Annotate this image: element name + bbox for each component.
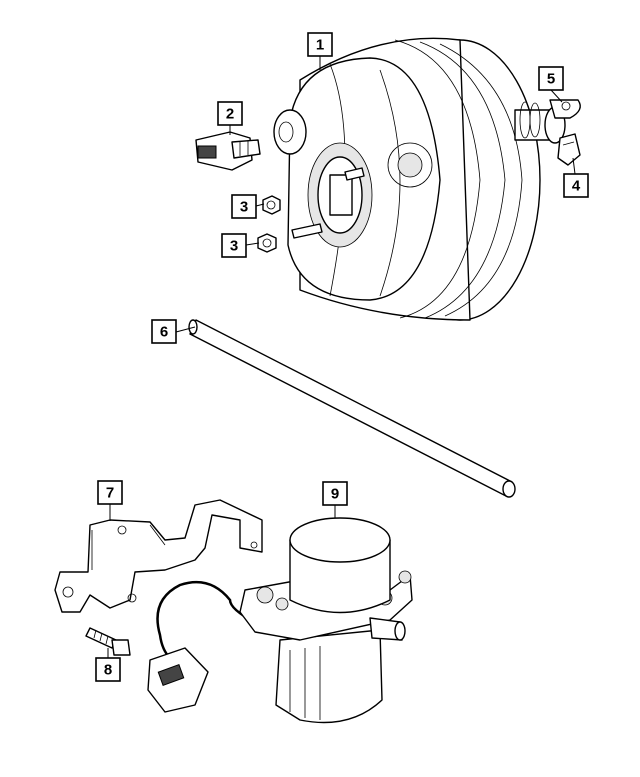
vacuum-hose bbox=[188, 319, 516, 498]
svg-text:3: 3 bbox=[230, 238, 238, 255]
leader-lines bbox=[107, 56, 576, 658]
callout-9: 9 bbox=[322, 481, 348, 506]
svg-text:1: 1 bbox=[316, 37, 324, 54]
retaining-clip bbox=[557, 133, 581, 166]
callout-8: 8 bbox=[95, 657, 121, 682]
nut-lower bbox=[257, 233, 277, 253]
nut-upper bbox=[262, 195, 281, 215]
callout-3-lower: 3 bbox=[221, 233, 247, 258]
svg-text:7: 7 bbox=[106, 485, 114, 502]
callout-3-upper: 3 bbox=[231, 194, 257, 219]
svg-text:5: 5 bbox=[547, 71, 555, 88]
svg-text:4: 4 bbox=[572, 178, 581, 195]
vacuum-sensor bbox=[195, 131, 261, 171]
callout-1: 1 bbox=[307, 32, 333, 57]
vacuum-pump bbox=[147, 517, 413, 724]
bolt bbox=[85, 627, 131, 656]
svg-text:8: 8 bbox=[104, 662, 112, 679]
callout-5: 5 bbox=[538, 66, 564, 91]
svg-text:3: 3 bbox=[240, 199, 248, 216]
svg-text:9: 9 bbox=[331, 486, 339, 503]
brake-booster bbox=[273, 37, 581, 321]
svg-text:6: 6 bbox=[160, 324, 168, 341]
pump-bracket bbox=[54, 499, 263, 613]
callout-7: 7 bbox=[97, 480, 123, 505]
callout-2: 2 bbox=[217, 101, 243, 126]
callout-4: 4 bbox=[563, 173, 589, 198]
svg-text:2: 2 bbox=[226, 106, 234, 123]
callout-6: 6 bbox=[151, 319, 177, 344]
